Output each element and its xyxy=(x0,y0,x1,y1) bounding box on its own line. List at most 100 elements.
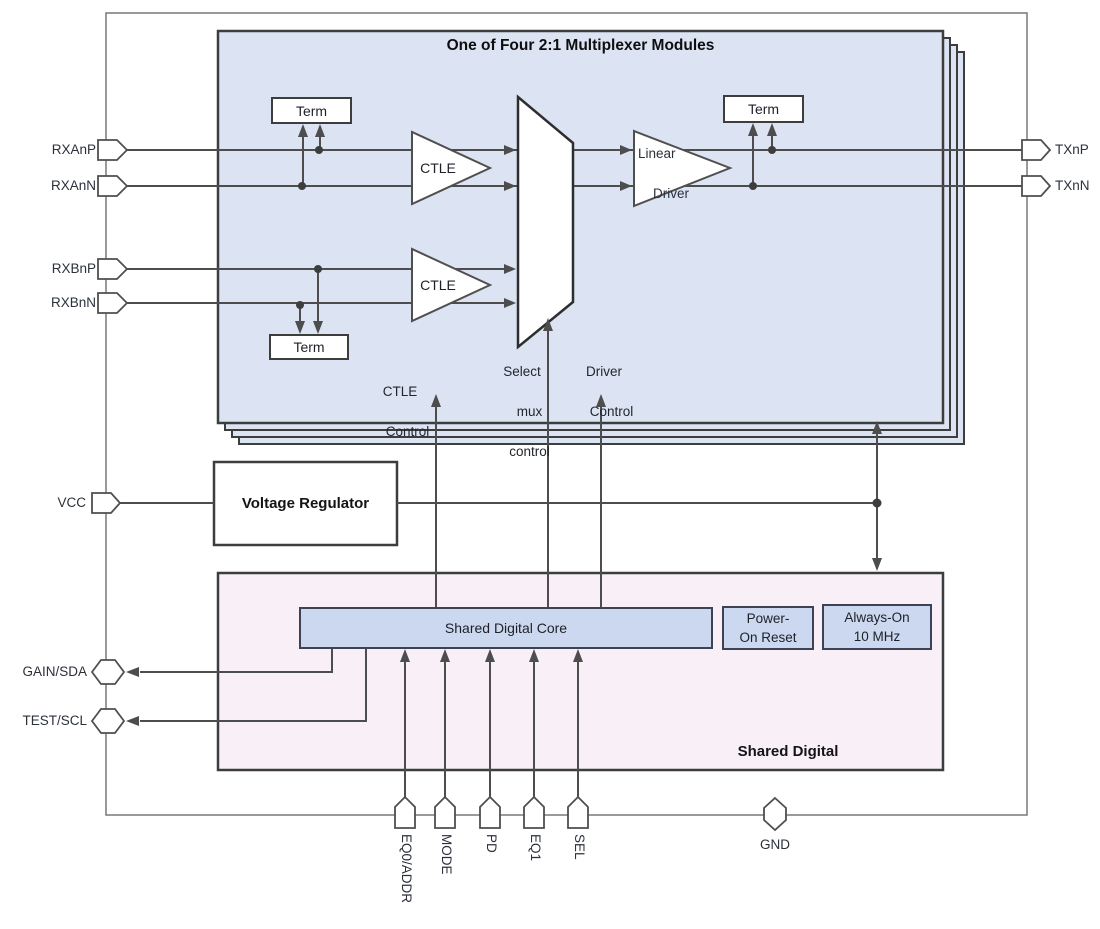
ctle-a-label: CTLE xyxy=(420,160,456,176)
select-line1: Select xyxy=(503,364,541,379)
pin-txnn xyxy=(1021,175,1052,197)
pin-label-rxanp: RXAnP xyxy=(51,142,96,157)
linear-driver-label: Linear Driver xyxy=(638,144,689,204)
pin-label-txnp: TXnP xyxy=(1055,142,1089,157)
ctle-b-shape xyxy=(411,247,493,323)
power-on-reset-box xyxy=(722,606,814,650)
term-box-a xyxy=(271,97,352,124)
pin-txnp xyxy=(1021,139,1052,161)
pin-rxanp xyxy=(97,139,129,161)
arrow-mode xyxy=(440,649,450,662)
pin-eq0-addr xyxy=(394,795,416,829)
power-on-reset-label: Power- On Reset xyxy=(723,607,813,649)
pin-label-gain-sda: GAIN/SDA xyxy=(22,664,87,679)
ctle-b-label: CTLE xyxy=(420,277,456,293)
select-line2: mux xyxy=(516,404,543,419)
control-wires xyxy=(404,328,602,797)
arrow-gain-sda xyxy=(126,667,139,677)
term-label-out: Term xyxy=(747,101,780,117)
dot xyxy=(315,146,323,154)
dot xyxy=(872,498,882,508)
ctle-a-shape xyxy=(411,130,493,206)
select-mux-control-label: Select mux control xyxy=(490,362,554,462)
pin-gnd xyxy=(763,796,787,832)
driver-control-line2: Control xyxy=(589,404,634,419)
always-on-line1: Always-On xyxy=(844,610,910,625)
pin-gain-sda xyxy=(90,659,126,685)
pin-rxbnn xyxy=(97,292,129,314)
arrow-driver-control xyxy=(596,394,606,407)
shared-digital-core-box xyxy=(299,607,713,649)
linear-driver-line2: Driver xyxy=(653,186,690,201)
small-blocks xyxy=(269,95,932,650)
pin-label-rxann: RXAnN xyxy=(50,178,96,193)
pin-label-rxbnn: RXBnN xyxy=(50,295,96,310)
mux-shape xyxy=(516,94,575,350)
term-label-a: Term xyxy=(295,102,328,119)
pin-label-eq1: EQ1 xyxy=(528,834,543,862)
pin-label-eq0-addr: EQ0/ADDR xyxy=(399,834,414,904)
arrow-eq1 xyxy=(529,649,539,662)
pin-mode xyxy=(434,795,456,829)
arrow-eq0-addr xyxy=(400,649,410,662)
arrow-term-out1 xyxy=(748,123,758,136)
arrow-select-control xyxy=(543,318,553,331)
package-pins xyxy=(90,139,1052,832)
arrow-sel xyxy=(573,649,583,662)
pin-label-sel: SEL xyxy=(572,834,587,860)
arrow-pd xyxy=(485,649,495,662)
junction-dots xyxy=(296,146,882,508)
arrow-ctle-control xyxy=(431,394,441,407)
wire-gain-sda xyxy=(140,648,333,673)
arrow-term-b2 xyxy=(313,321,323,334)
pin-label-txnn: TXnN xyxy=(1055,178,1090,193)
select-line3: control xyxy=(509,444,550,459)
pin-test-scl xyxy=(90,708,126,734)
arrow-term-out2 xyxy=(767,123,777,136)
linear-driver-line1: Linear xyxy=(638,146,676,161)
pin-rxbnp xyxy=(97,258,129,280)
module-title: One of Four 2:1 Multiplexer Modules xyxy=(446,37,715,54)
term-box-b xyxy=(269,334,349,360)
pin-label-gnd: GND xyxy=(760,837,790,852)
wire-test-scl xyxy=(140,648,367,722)
dot xyxy=(768,146,776,154)
chip-boundary xyxy=(105,12,1028,816)
arrow-mux-in-3 xyxy=(504,264,516,274)
arrow-power-up xyxy=(872,421,882,434)
arrow-term-b1 xyxy=(295,321,305,334)
por-line2: On Reset xyxy=(739,630,797,645)
pin-label-vcc: VCC xyxy=(57,495,86,510)
always-on-box xyxy=(822,604,932,650)
pin-rxann xyxy=(97,175,129,197)
pin-vcc xyxy=(91,492,122,514)
arrow-driver-in-1 xyxy=(620,145,632,155)
ctle-control-line2: Control xyxy=(385,424,430,439)
por-line1: Power- xyxy=(746,611,790,626)
pin-pd xyxy=(479,795,501,829)
arrow-driver-in-2 xyxy=(620,181,632,191)
ctle-control-label: CTLE Control xyxy=(366,382,434,442)
driver-control-line1: Driver xyxy=(586,364,622,379)
arrow-term-a2 xyxy=(315,124,325,137)
always-on-label: Always-On 10 MHz xyxy=(823,605,931,649)
analog-shapes xyxy=(411,94,733,350)
pin-label-test-scl: TEST/SCL xyxy=(22,713,87,728)
arrowheads xyxy=(126,123,882,726)
dot xyxy=(749,182,757,190)
linear-driver-shape xyxy=(633,129,733,208)
always-on-line2: 10 MHz xyxy=(853,629,901,644)
voltage-regulator-label: Voltage Regulator xyxy=(241,495,370,512)
pin-sel xyxy=(567,795,589,829)
ctle-control-line1: CTLE xyxy=(382,384,418,399)
shared-digital-core-label: Shared Digital Core xyxy=(444,620,568,636)
term-box-out xyxy=(723,95,804,123)
dot xyxy=(314,265,322,273)
pin-eq1 xyxy=(523,795,545,829)
pin-label-rxbnp: RXBnP xyxy=(51,261,96,276)
term-label-b: Term xyxy=(293,339,325,355)
dot xyxy=(298,182,306,190)
shared-digital-label: Shared Digital xyxy=(737,742,839,760)
